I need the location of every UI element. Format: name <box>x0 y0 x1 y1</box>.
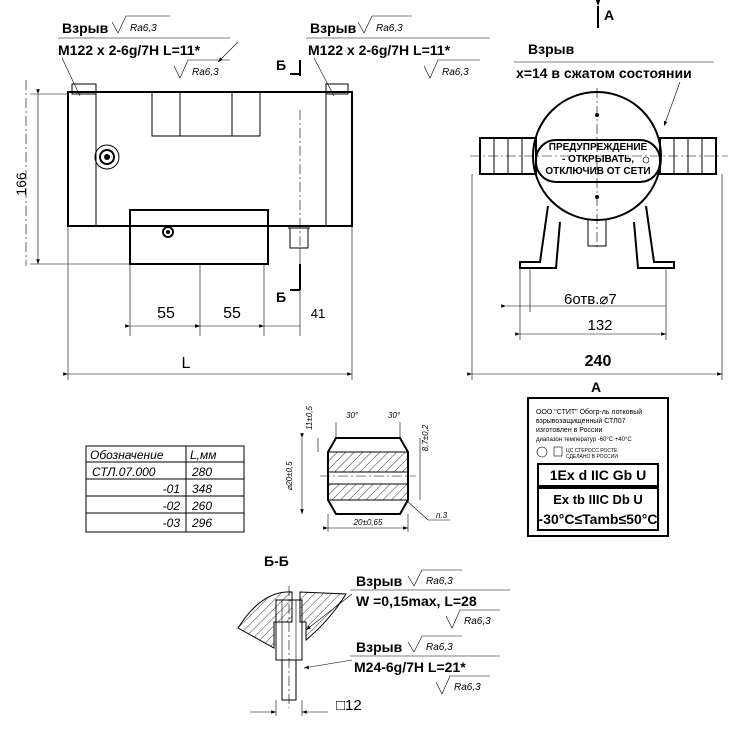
length-table: Обозначение L,мм СТЛ.07.000 280 -01 348 … <box>85 445 245 533</box>
housing-body <box>67 91 353 227</box>
holes-note: 6отв.⌀7 <box>564 291 617 308</box>
table-cell: 260 <box>191 499 212 513</box>
nameplate-line: изготовлен в России <box>536 427 602 434</box>
table-cell: 348 <box>192 482 212 496</box>
side-ground-bolt <box>587 219 607 247</box>
front-view <box>25 80 353 266</box>
ex-marking-2: Ex tb IIIC Db U <box>553 492 643 507</box>
warning-line-2: - ОТКРЫВАТЬ, <box>562 154 634 165</box>
bushing-detail: 30° 30° ⌀20±0,5 11±0,5 8,7±0,2 20±0,65 п… <box>285 406 450 532</box>
callout-right-thread: M122 x 2-6g/7H L=11* <box>308 42 451 58</box>
gland-inner <box>99 149 115 165</box>
callout-right: Взрыв Ra6,3 M122 x 2-6g/7H L=11* Ra6,3 <box>306 15 490 97</box>
front-dimensions: 166 55 55 41 L Б Б <box>13 57 353 380</box>
nameplate-line: диапазон температур -60°С +40°С <box>536 437 632 443</box>
svg-text:Ra6,3: Ra6,3 <box>376 23 403 34</box>
svg-text:Ra6,3: Ra6,3 <box>426 576 453 587</box>
section-bb: Б-Б □12 Взрыв Ra6,3 W =0,15max, L=28 Ra6… <box>237 553 510 716</box>
callout-left-thread: M122 x 2-6g/7H L=11* <box>58 42 201 58</box>
dim-55-a: 55 <box>157 305 175 322</box>
gland-outer <box>94 144 120 170</box>
nameplate-made: СДЕЛАНО В РОССИИ <box>566 454 618 460</box>
height-dim: 166 <box>13 172 29 196</box>
section-callout-top-value: W =0,15max, L=28 <box>356 593 477 609</box>
nameplate-view: А ООО "СТИТ" Обогр-ль лотковый взрывозащ… <box>527 379 669 537</box>
svg-text:Ra6,3: Ra6,3 <box>454 682 481 693</box>
svg-text:Ra6,3: Ra6,3 <box>426 642 453 653</box>
svg-text:Ra6,3: Ra6,3 <box>130 23 157 34</box>
bracket-left <box>519 205 561 269</box>
temp-range: -30°С≤Tamb≤50°С <box>539 511 658 527</box>
nameplate-line: ООО "СТИТ" Обогр-ль лотковый <box>536 408 642 416</box>
dim-240: 240 <box>585 353 612 370</box>
side-callout-note: x=14 в сжатом состоянии <box>516 65 692 81</box>
callout-left-label: Взрыв <box>62 20 109 36</box>
ex-marking-1: 1Ex d IIC Gb U <box>550 467 646 483</box>
cert-logo-icon <box>553 446 563 457</box>
right-flange-cap <box>325 83 349 95</box>
table-header-1: L,мм <box>190 448 216 462</box>
table-cell: -01 <box>163 482 180 496</box>
mount-box <box>129 209 269 265</box>
section-wall-right <box>299 591 347 642</box>
bushing-h1: 11±0,5 <box>305 406 314 430</box>
angle-right: 30° <box>388 411 401 420</box>
bushing-mark: п.3 <box>436 511 448 520</box>
nameplate <box>527 397 669 537</box>
warning-line-1: ПРЕДУПРЕЖДЕНИЕ <box>549 142 648 153</box>
section-wall-left <box>237 591 293 649</box>
angle-left: 30° <box>346 411 359 420</box>
section-mark-top: Б <box>276 57 286 73</box>
table-cell: СТЛ.07.000 <box>92 465 156 479</box>
view-a-label: А <box>591 379 601 395</box>
bushing-h2: 8,7±0,2 <box>421 424 430 451</box>
top-window <box>151 91 261 137</box>
ground-bolt <box>289 227 309 249</box>
ex-logo-icon <box>536 446 548 458</box>
bushing-length: 20±0,65 <box>353 518 383 527</box>
table-cell: 296 <box>191 516 212 530</box>
left-flange-cap <box>71 83 97 95</box>
bracket-right <box>633 205 675 269</box>
table-cell: -03 <box>163 516 181 530</box>
section-mark-bottom: Б <box>276 289 286 305</box>
section-callout-top-label: Взрыв <box>356 573 403 589</box>
table-cell: 280 <box>191 465 212 479</box>
side-view: А Взрыв x=14 в сжатом состоянии ПРЕДУПРЕ… <box>467 0 728 380</box>
section-callout-bottom-thread: M24-6g/7H L=21* <box>354 659 466 675</box>
section-callout-bottom-label: Взрыв <box>356 639 403 655</box>
warning-line-3: ОТКЛЮЧИВ ОТ СЕТИ <box>545 166 650 177</box>
callout-right-label: Взрыв <box>310 20 357 36</box>
bushing-diam: ⌀20±0,5 <box>285 461 294 491</box>
nameplate-line: взрывозащищенный СТЛ07 <box>536 417 626 425</box>
section-square: □12 <box>336 697 362 714</box>
view-a-arrow-label: А <box>604 7 614 23</box>
length-dim: L <box>182 355 191 372</box>
dim-55-b: 55 <box>223 305 241 322</box>
nameplate-cert: ЦС СТЕРОСС РОСТЕ <box>566 448 618 454</box>
side-callout-label: Взрыв <box>528 41 575 57</box>
svg-text:Ra6,3: Ra6,3 <box>464 616 491 627</box>
svg-text:Ra6,3: Ra6,3 <box>442 67 469 78</box>
table-cell: -02 <box>163 499 181 513</box>
callout-left: Взрыв Ra6,3 M122 x 2-6g/7H L=11* Ra6,3 <box>58 15 239 97</box>
table-header-0: Обозначение <box>90 448 164 462</box>
svg-text:Ra6,3: Ra6,3 <box>192 67 219 78</box>
dim-132: 132 <box>587 317 612 334</box>
section-title: Б-Б <box>264 553 289 569</box>
dim-41: 41 <box>311 306 325 321</box>
